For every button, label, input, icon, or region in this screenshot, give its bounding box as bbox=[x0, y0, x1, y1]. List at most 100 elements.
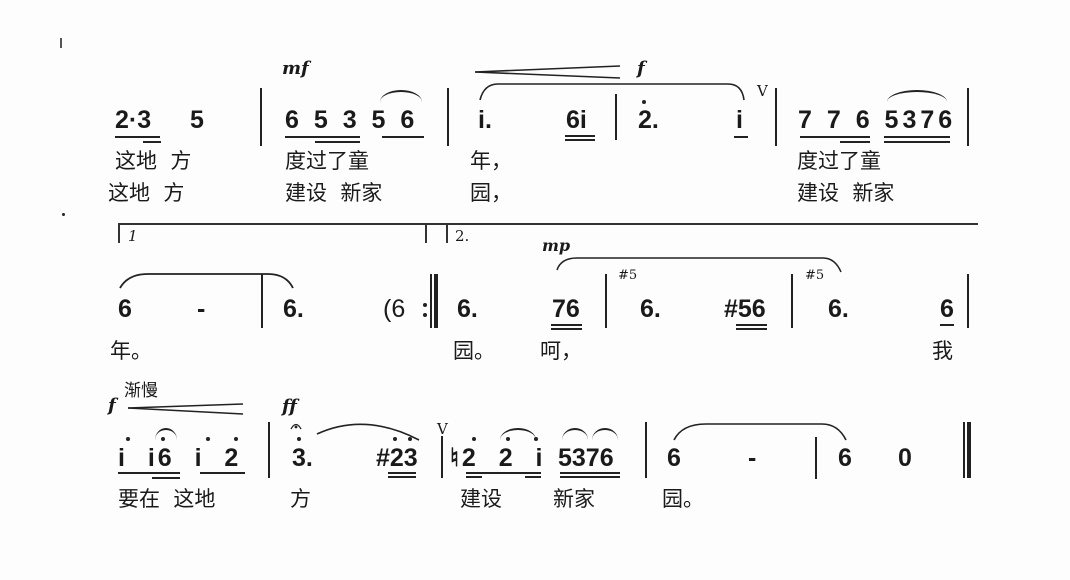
underline bbox=[940, 324, 954, 326]
note-group: ♮2 2 i bbox=[450, 444, 546, 472]
phrase-slur-icon bbox=[479, 83, 745, 101]
octave-dot bbox=[642, 100, 646, 104]
lyric-verse2: 建设 新家 bbox=[285, 181, 383, 205]
volta-1-end bbox=[425, 223, 427, 243]
note-group: #23 bbox=[376, 444, 418, 472]
barline bbox=[967, 88, 969, 146]
barline bbox=[775, 88, 777, 146]
note-group: 2·3 bbox=[115, 106, 152, 134]
slur-icon bbox=[380, 90, 422, 102]
underline bbox=[884, 141, 950, 143]
repeat-barline-thick bbox=[434, 274, 438, 328]
underline bbox=[388, 476, 416, 478]
note-group: 6 5 3 5 6 bbox=[285, 106, 419, 134]
lyric: 新家 bbox=[553, 487, 595, 511]
barline bbox=[441, 436, 443, 478]
underline bbox=[115, 136, 160, 138]
note-group: 7 7 6 5376 bbox=[798, 106, 957, 134]
octave-dot bbox=[234, 437, 238, 441]
underline bbox=[551, 328, 582, 330]
barline bbox=[605, 274, 607, 328]
volta-1-label: 1 bbox=[128, 227, 138, 245]
note: 3. bbox=[292, 444, 313, 472]
note: 6 bbox=[940, 295, 954, 323]
octave-dot bbox=[393, 437, 397, 441]
final-barline-thick bbox=[967, 422, 971, 478]
lyric: 我 bbox=[932, 339, 953, 363]
breath-mark-icon: V bbox=[437, 420, 448, 438]
volta-2-label: 2. bbox=[455, 227, 470, 245]
slur-icon bbox=[887, 90, 947, 102]
underline bbox=[525, 476, 541, 478]
underline bbox=[388, 472, 416, 474]
barline bbox=[967, 274, 969, 328]
volta-1-hook bbox=[118, 223, 120, 243]
underline bbox=[565, 139, 595, 141]
note: 6. bbox=[640, 295, 661, 323]
dynamic-mf: mf bbox=[282, 58, 309, 79]
rest: 0 bbox=[898, 444, 912, 472]
barline bbox=[260, 88, 262, 146]
underline bbox=[200, 472, 245, 474]
octave-dot bbox=[408, 437, 412, 441]
repeat-barline-thin bbox=[430, 274, 432, 328]
breath-mark-icon: V bbox=[757, 82, 768, 100]
volta-bracket-line bbox=[118, 223, 978, 225]
underline bbox=[382, 136, 424, 138]
dash: - bbox=[197, 295, 206, 323]
lyric: 方 bbox=[290, 487, 311, 511]
underline bbox=[560, 476, 620, 478]
diminuendo-hairpin-icon bbox=[128, 403, 244, 415]
repeat-dot bbox=[423, 303, 427, 307]
octave-dot bbox=[297, 437, 301, 441]
note: i. bbox=[478, 106, 492, 134]
barline bbox=[615, 94, 617, 140]
lyric: 园。 bbox=[662, 487, 704, 511]
underline bbox=[560, 472, 620, 474]
underline bbox=[565, 135, 595, 137]
tie-icon bbox=[119, 273, 294, 289]
crescendo-hairpin-icon bbox=[475, 65, 621, 79]
slur-icon bbox=[155, 428, 177, 440]
barline bbox=[791, 274, 793, 328]
barline bbox=[268, 422, 270, 478]
dynamic-f: f bbox=[637, 58, 645, 79]
note-group: #56 bbox=[724, 295, 766, 323]
grace-note: #5 bbox=[618, 268, 638, 283]
note: 6. bbox=[283, 295, 304, 323]
octave-dot bbox=[472, 437, 476, 441]
note: 5 bbox=[190, 106, 204, 134]
dash: - bbox=[748, 444, 757, 472]
underline bbox=[884, 136, 950, 138]
dynamic-f: f bbox=[108, 395, 116, 416]
lyric-verse1: 年， bbox=[470, 149, 512, 173]
volta-2-hook bbox=[446, 223, 448, 243]
barline bbox=[815, 437, 817, 479]
underline bbox=[152, 477, 180, 479]
octave-dot bbox=[506, 437, 510, 441]
lyric-verse2: 园， bbox=[470, 181, 512, 205]
tempo-marking: 渐慢 bbox=[124, 381, 158, 401]
note: 6 bbox=[838, 444, 852, 472]
note-group: 76 bbox=[552, 295, 580, 323]
note-group: 5376 bbox=[558, 444, 614, 472]
note: 2. bbox=[638, 106, 659, 134]
repeat-dot bbox=[423, 313, 427, 317]
underline bbox=[143, 141, 161, 143]
barline bbox=[447, 88, 449, 146]
note: 6 bbox=[667, 444, 681, 472]
lyric-verse2: 这地 方 bbox=[108, 181, 185, 205]
octave-dot bbox=[206, 437, 210, 441]
underline bbox=[800, 136, 870, 138]
dynamic-mp: mp bbox=[542, 236, 571, 255]
lyric: 要在 这地 bbox=[118, 487, 216, 511]
lyric: 园。 bbox=[453, 339, 495, 363]
dynamic-ff: ff bbox=[282, 396, 297, 417]
slur-icon bbox=[500, 428, 536, 440]
underline bbox=[285, 136, 360, 138]
fermata-icon bbox=[290, 423, 302, 430]
scan-mark bbox=[60, 38, 62, 48]
grace-note: #5 bbox=[805, 268, 825, 283]
note: 6. bbox=[828, 295, 849, 323]
underline bbox=[734, 136, 748, 138]
